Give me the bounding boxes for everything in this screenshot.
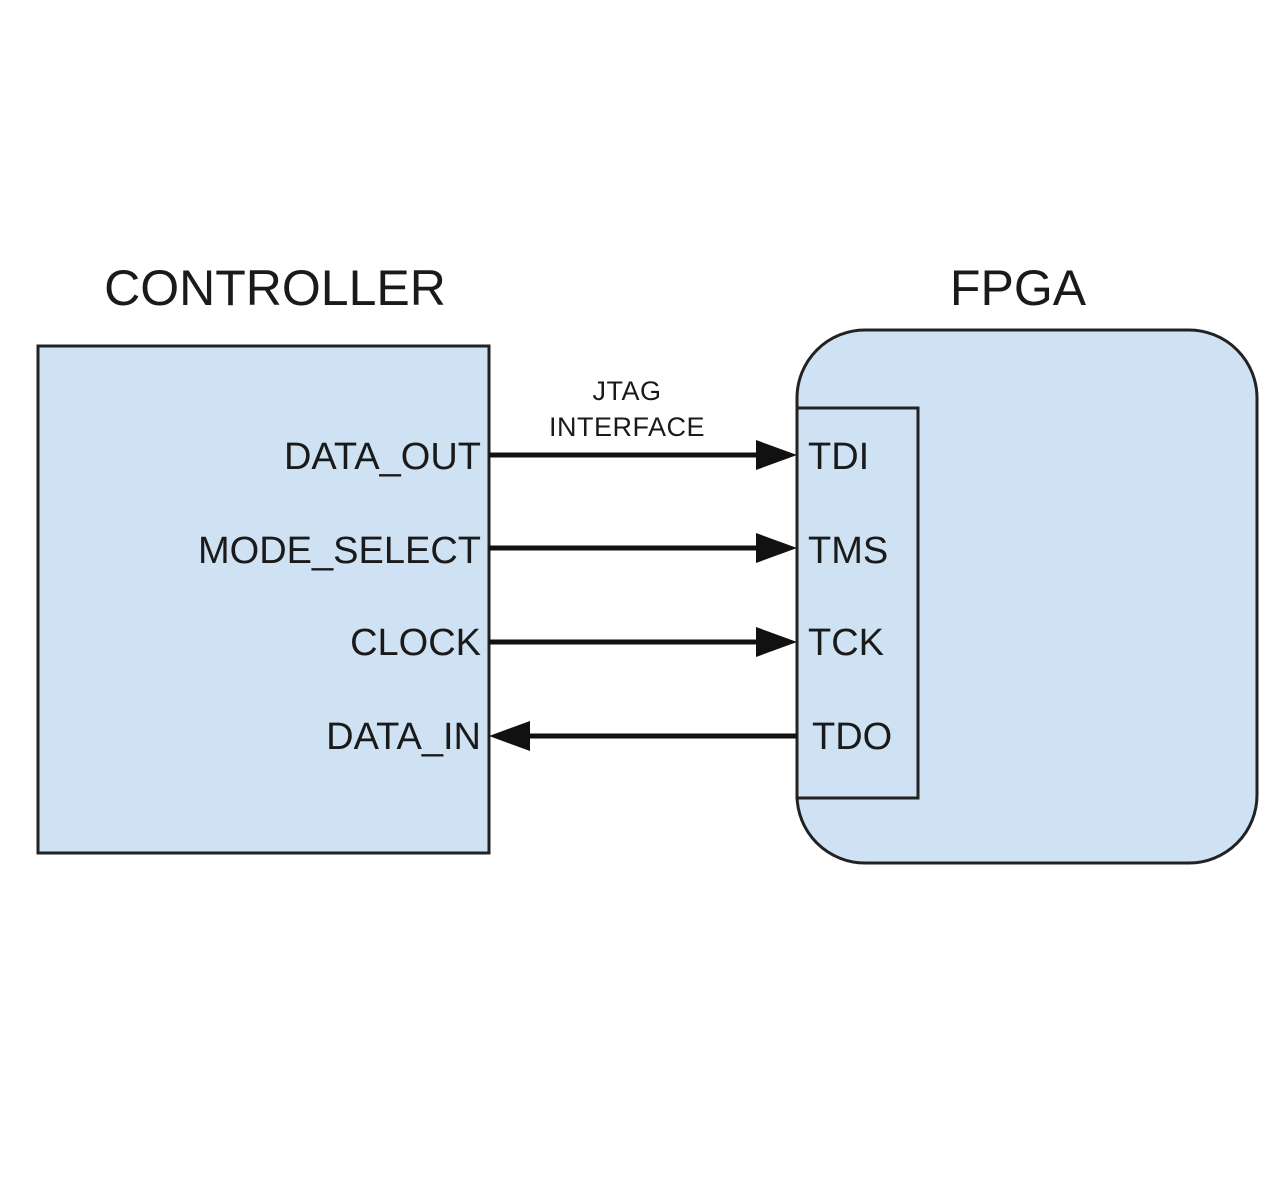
fpga-pin-tdi: TDI <box>808 436 869 478</box>
controller-signal-data-in: DATA_IN <box>326 716 481 758</box>
wire-data-out-to-tdi <box>489 440 797 470</box>
interface-label-line1: JTAG <box>593 376 662 406</box>
interface-label-line2: INTERFACE <box>549 412 705 442</box>
controller-signal-data-out: DATA_OUT <box>284 436 481 478</box>
fpga-pin-tck: TCK <box>808 622 884 664</box>
controller-title: CONTROLLER <box>104 260 446 316</box>
arrowhead-left-icon <box>489 721 530 751</box>
arrowhead-right-icon <box>756 533 797 563</box>
wire-clock-to-tck <box>489 627 797 657</box>
arrowhead-right-icon <box>756 627 797 657</box>
controller-signal-clock: CLOCK <box>350 622 481 664</box>
fpga-title: FPGA <box>950 260 1087 316</box>
wire-tdo-to-data-in <box>489 721 797 751</box>
wire-mode-select-to-tms <box>489 533 797 563</box>
controller-signal-mode-select: MODE_SELECT <box>198 530 481 572</box>
fpga-pin-tms: TMS <box>808 530 888 572</box>
fpga-pin-tdo: TDO <box>812 716 892 758</box>
jtag-port-box <box>795 406 920 800</box>
arrowhead-right-icon <box>756 440 797 470</box>
controller-block <box>36 344 491 855</box>
